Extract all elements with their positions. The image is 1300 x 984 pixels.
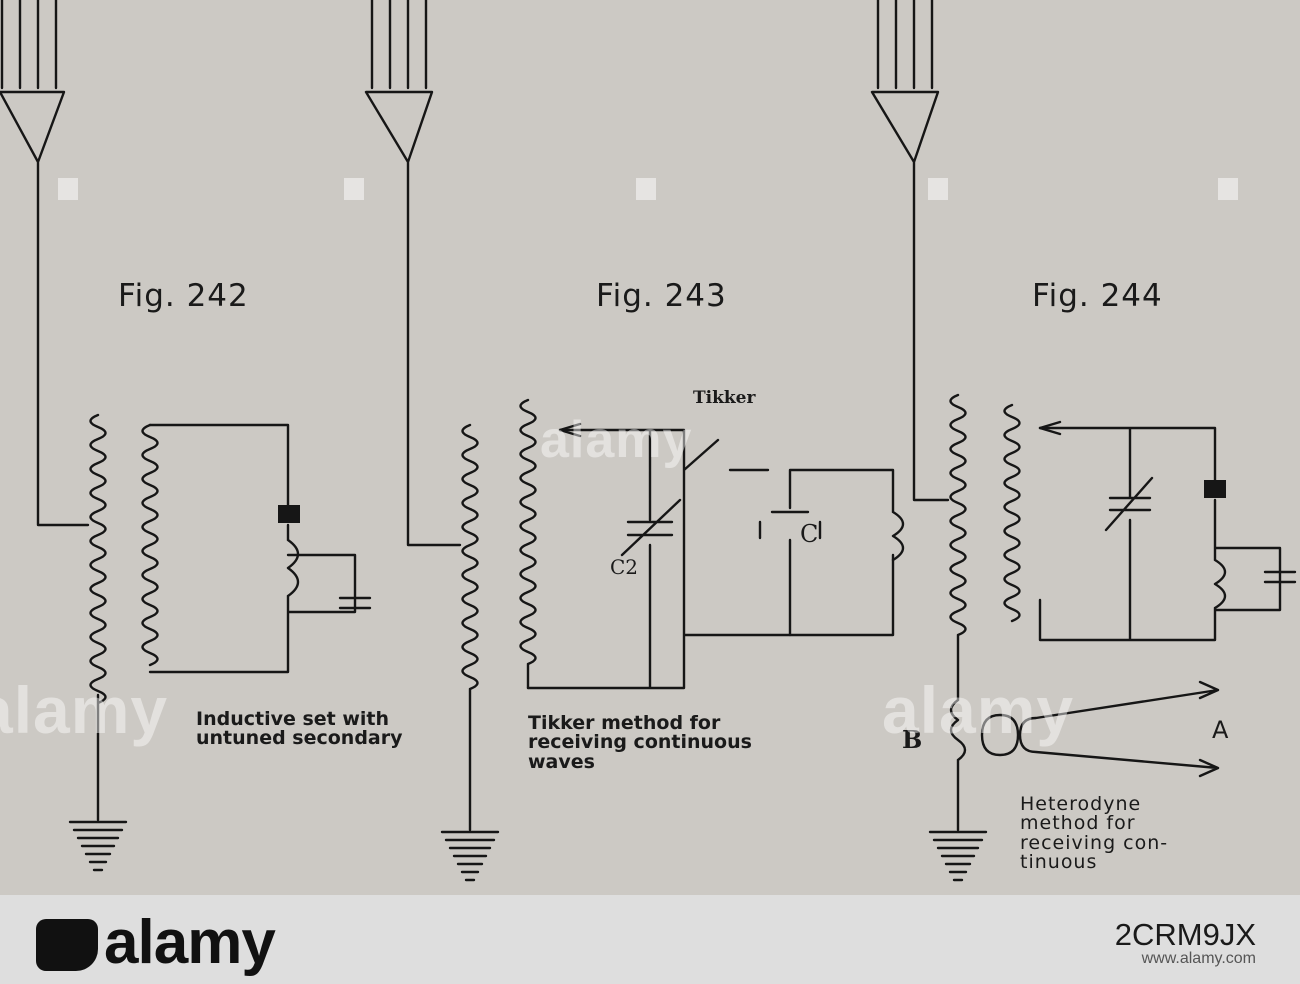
oscillator-a-label: A — [1212, 716, 1229, 744]
fig243-coupling — [758, 468, 905, 637]
fig242-secondary-coil — [141, 423, 159, 667]
fig244-crystal-detector — [1204, 480, 1226, 498]
fig242-ground — [68, 820, 128, 872]
fig242-circuit — [0, 0, 372, 872]
watermark-dot — [58, 178, 78, 200]
watermark-dot — [636, 178, 656, 200]
coupling-b-label: B — [902, 725, 923, 754]
stock-footer: alamy 2CRM9JX www.alamy.com — [0, 895, 1300, 984]
fig244-loop — [1038, 426, 1297, 642]
fig243-ground — [440, 830, 500, 882]
diagram-figure: Fig. 242 Fig. 243 Fig. 244 Inductive set… — [0, 0, 1300, 895]
image-id: 2CRM9JX — [1114, 917, 1256, 952]
fig244-oscillator-loop — [980, 680, 1220, 778]
fig243-antenna — [364, 0, 462, 547]
watermark-dot — [928, 178, 948, 200]
watermark-dot — [344, 178, 364, 200]
fig-243-label: Fig. 243 — [596, 278, 727, 314]
fig244-circuit — [870, 0, 1297, 882]
fig243-loop — [526, 428, 895, 690]
brand-logo-icon — [36, 919, 98, 971]
watermark-right: alamy — [882, 673, 1075, 747]
fig244-primary-coil — [949, 393, 967, 832]
fig243-secondary-coil — [519, 398, 537, 690]
fig-242-label: Fig. 242 — [118, 278, 249, 314]
fig242-crystal-detector — [278, 505, 300, 523]
capacitor-c-label: C — [800, 520, 819, 548]
fig-244-label: Fig. 244 — [1032, 278, 1163, 314]
fig-243-caption: Tikker method for receiving continuous w… — [528, 712, 752, 773]
fig244-arrow — [1038, 420, 1062, 436]
circuit-drawing — [0, 0, 1297, 882]
fig244-secondary-coil — [1003, 403, 1021, 623]
fig243-primary-coil — [461, 423, 479, 832]
fig242-antenna — [0, 0, 90, 527]
fig243-circuit — [364, 0, 905, 882]
fig242-primary-coil — [89, 413, 107, 822]
tikker-label: Tikker — [693, 388, 756, 408]
capacitor-c2-label: C2 — [610, 555, 639, 579]
watermark-center: alamy — [540, 411, 693, 469]
watermark-dot — [1218, 178, 1238, 200]
watermark-left: alamy — [0, 673, 169, 747]
fig242-loop — [148, 423, 372, 674]
brand-logo-text: alamy — [104, 908, 276, 977]
site-url[interactable]: www.alamy.com — [1141, 950, 1256, 967]
fig-244-caption: Heterodyne method for receiving con- tin… — [1020, 793, 1169, 874]
fig244-ground — [928, 830, 988, 882]
fig-242-caption: Inductive set with untuned secondary — [196, 708, 403, 750]
fig244-antenna — [870, 0, 950, 502]
fig243-tikker-arrow — [558, 422, 582, 438]
